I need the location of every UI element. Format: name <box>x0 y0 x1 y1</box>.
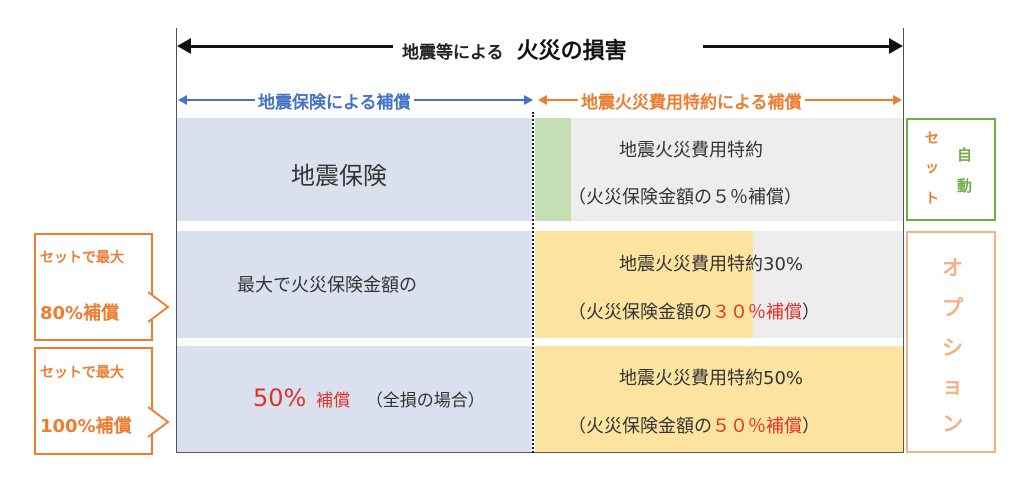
top-arrow-right-head <box>889 38 903 54</box>
fifty-pct-coverage: 50% 補償 （全損の場合） <box>253 384 485 412</box>
earthquake-insurance-title: 地震保険 <box>291 162 387 190</box>
rider-5pct-title: 地震火災費用特約 <box>619 140 763 161</box>
callout-80pct-box <box>34 233 153 341</box>
callout-100pct-line1: セットで最大 <box>40 365 124 381</box>
top-arrow-right-line <box>703 45 891 48</box>
rider-50pct-detail-red: ５０％補償 <box>712 416 802 437</box>
option-char-shi: シ <box>942 336 963 360</box>
rider-30pct-title: 地震火災費用特約30% <box>619 254 804 275</box>
top-arrow-left-line <box>188 45 393 48</box>
callout-100pct-box <box>34 347 153 455</box>
top-title-big: 火災の損害 <box>516 39 627 64</box>
rider-30pct-detail: （火災保険金額の３０％補償） <box>568 298 820 324</box>
option-box <box>906 231 996 453</box>
auto-set-char-tsu: ッ <box>925 160 939 176</box>
orange-arrow-left-head <box>538 95 547 105</box>
callout-80pct-line2: 80%補償 <box>40 303 120 324</box>
rider-50pct-detail-prefix: （火災保険金額の <box>568 416 712 437</box>
rider-50pct-title: 地震火災費用特約50% <box>619 368 804 389</box>
rider-5pct-row <box>535 118 903 221</box>
rider-30pct-detail-red: ３０％補償 <box>712 302 802 323</box>
rider-30pct-yellow-fill <box>535 231 753 338</box>
callout-100pct-pointer <box>148 406 170 438</box>
rider-50pct-detail-suffix: ） <box>802 416 820 437</box>
auto-set-char-to: ト <box>925 191 939 207</box>
left-bound-line <box>176 28 177 453</box>
blue-arrow-left-head <box>178 95 187 105</box>
max-coverage-text: 最大で火災保険金額の <box>237 275 417 296</box>
fifty-pct-word: 補償 <box>316 391 351 411</box>
rider-30pct-detail-prefix: （火災保険金額の <box>568 302 712 323</box>
blue-arrow-right-head <box>524 95 533 105</box>
earthquake-insurance-span-label: 地震保険による補償 <box>255 88 414 113</box>
fifty-pct-value: 50% <box>253 384 307 412</box>
top-arrow-left-head <box>177 38 191 54</box>
auto-char-ji: 自 <box>957 146 973 164</box>
option-char-o: オ <box>942 256 963 280</box>
option-char-n: ン <box>942 412 963 436</box>
top-title-small: 地震等による <box>402 43 504 63</box>
rider-5pct-green-bar <box>535 118 571 221</box>
auto-set-box <box>906 118 996 221</box>
top-title: 地震等による 火災の損害 <box>402 33 627 65</box>
callout-100pct-line2: 100%補償 <box>40 416 132 437</box>
rider-50pct-detail: （火災保険金額の５０％補償） <box>568 412 820 438</box>
auto-set-char-se: セ <box>925 131 939 147</box>
total-loss-note: （全損の場合） <box>365 391 485 411</box>
auto-char-dou: 動 <box>957 177 973 195</box>
fire-rider-span-label: 地震火災費用特約による補償 <box>578 88 805 113</box>
earthquake-insurance-block-top <box>177 118 532 221</box>
option-char-pu: プ <box>942 296 963 320</box>
rider-30pct-detail-suffix: ） <box>802 302 820 323</box>
orange-arrow-right-head <box>893 95 902 105</box>
center-dotted-divider <box>532 112 534 453</box>
bottom-line <box>176 452 904 453</box>
option-char-yo: ョ <box>942 374 963 398</box>
callout-80pct-pointer <box>148 291 170 323</box>
callout-80pct-line1: セットで最大 <box>40 250 124 266</box>
left-row-divider <box>177 338 532 346</box>
rider-5pct-detail: （火災保険金額の５％補償） <box>568 187 802 208</box>
right-bound-line <box>903 28 904 453</box>
rider-50pct-row <box>535 346 903 452</box>
